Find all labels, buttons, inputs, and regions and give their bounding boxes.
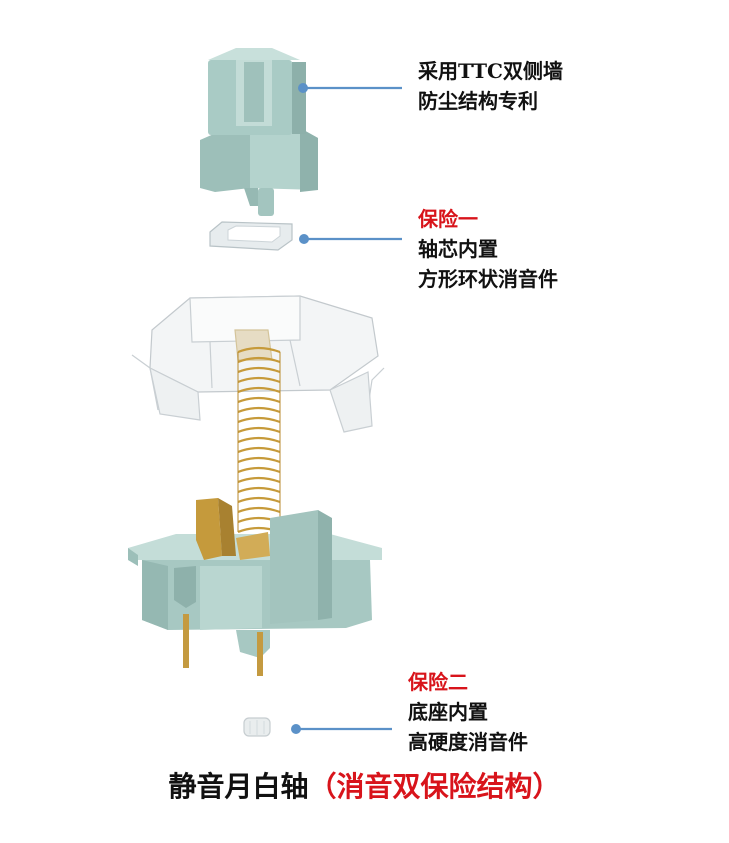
- transparent-top-housing: [131, 295, 385, 433]
- ring-callout-tag: 保险一: [418, 207, 478, 231]
- caption-sub: （消音双保险结构）: [308, 770, 561, 803]
- left-pin: [183, 614, 189, 668]
- ring-callout: 保险一 轴芯内置 方形环状消音件: [418, 204, 558, 294]
- caption-main: 静音月白轴: [168, 770, 309, 803]
- leader-line-ring: [299, 234, 402, 244]
- ring-callout-line2: 方形环状消音件: [418, 267, 558, 291]
- square-damper-ring: [209, 221, 293, 251]
- ring-callout-line1: 轴芯内置: [418, 237, 498, 261]
- diagram-caption: 静音月白轴（消音双保险结构）: [0, 765, 729, 805]
- gold-contact-leaf: [196, 498, 270, 560]
- gold-spring: [237, 346, 281, 534]
- switch-stem: [200, 48, 318, 216]
- base-damper-pad: [243, 717, 271, 737]
- base-callout-tag: 保险二: [408, 670, 468, 694]
- base-callout: 保险二 底座内置 高硬度消音件: [408, 667, 528, 757]
- stem-callout-line1: 采用TTC双侧墙: [418, 59, 563, 83]
- right-pin: [257, 632, 263, 676]
- base-callout-line2: 高硬度消音件: [408, 730, 528, 754]
- leader-line-base: [291, 724, 392, 734]
- base-callout-line1: 底座内置: [408, 700, 488, 724]
- bottom-housing: [128, 510, 382, 658]
- stem-callout-line2: 防尘结构专利: [418, 89, 538, 113]
- leader-line-stem: [298, 83, 402, 93]
- stem-callout: 采用TTC双侧墙 防尘结构专利: [418, 56, 563, 116]
